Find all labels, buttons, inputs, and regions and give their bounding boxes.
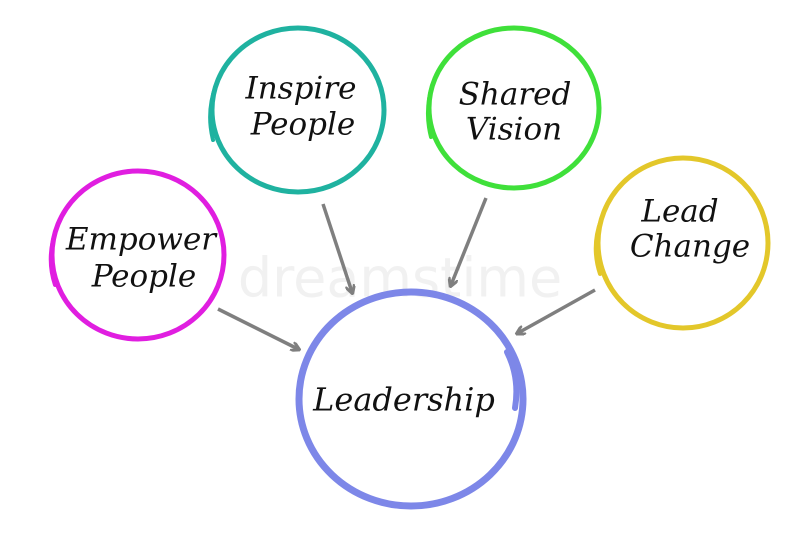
node-leadership: Leadership: [295, 288, 527, 510]
arrow-lead-to-leadership: [518, 288, 596, 333]
empower-label-line2: People: [91, 259, 197, 295]
node-shared-vision: Shared Vision: [426, 25, 602, 191]
lead-label-line2: Change: [630, 229, 750, 265]
shared-circle-tail: [426, 81, 435, 139]
inspire-label-line1: Inspire: [244, 71, 356, 107]
arrow-empower-to-leadership: [217, 307, 298, 349]
shared-label-line2: Vision: [466, 112, 562, 148]
inspire-label-line2: People: [250, 107, 356, 143]
node-inspire-people: Inspire People: [208, 25, 387, 195]
arrow-inspire-to-leadership: [321, 203, 352, 292]
connector-arrows: [217, 197, 596, 349]
arrow-shared-to-leadership: [451, 197, 488, 285]
leadership-circle: [295, 288, 527, 510]
node-empower-people: Empower People: [48, 168, 227, 342]
leadership-label: Leadership: [312, 381, 495, 419]
inspire-circle-tail: [208, 83, 218, 142]
watermark-text: dreamstime: [238, 247, 562, 310]
leadership-circle-tail: [504, 349, 520, 411]
lead-label-line1: Lead: [640, 194, 718, 230]
shared-label-line1: Shared: [459, 77, 572, 113]
lead-circle: [595, 155, 771, 331]
lead-circle-tail: [593, 218, 603, 276]
empower-label-line1: Empower: [65, 222, 218, 258]
empower-circle-tail: [48, 228, 58, 287]
node-lead-change: Lead Change: [593, 155, 771, 331]
